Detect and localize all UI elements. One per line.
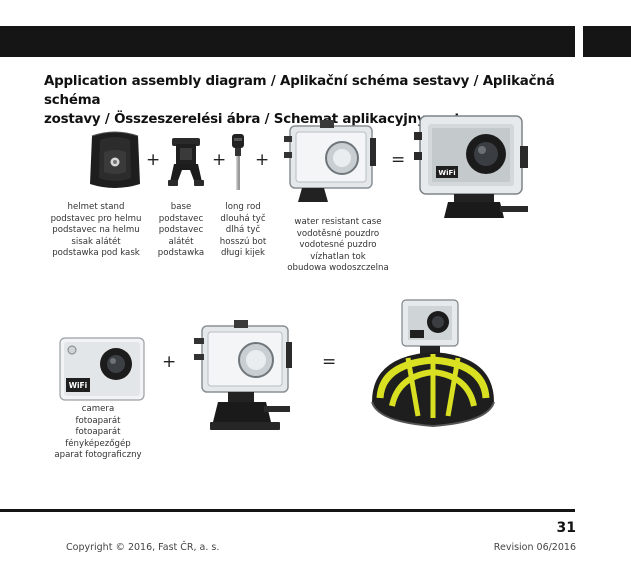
heading-line-2: zostavy / Összeszerelési ábra / Schemat … bbox=[44, 112, 496, 127]
plus-sign-4: + bbox=[162, 352, 177, 372]
caption-line: dlouhá tyč bbox=[220, 213, 266, 224]
caption-camera: camera fotoaparát fotoaparát fényképezőg… bbox=[38, 404, 158, 462]
caption-base: base podstavec podstavec alátét podstawk… bbox=[152, 202, 210, 260]
equals-sign-1: = bbox=[391, 150, 406, 170]
page-number: 31 bbox=[556, 520, 576, 536]
plus-sign-3: + bbox=[255, 150, 270, 170]
caption-line: alátét bbox=[168, 236, 194, 247]
long-rod-image bbox=[232, 134, 244, 190]
caption-line: podstavec bbox=[158, 225, 204, 236]
caption-line: podstavec na helmu bbox=[52, 225, 140, 236]
helmet-stand-image bbox=[90, 131, 140, 188]
header-tab bbox=[583, 26, 631, 57]
assembly-heading: Application assembly diagram / Aplikační… bbox=[44, 72, 604, 129]
caption-line: water resistant case bbox=[294, 217, 382, 227]
base-image bbox=[168, 138, 204, 186]
caption-line: dlhá tyč bbox=[225, 225, 261, 236]
camera-image: WiFi bbox=[59, 337, 145, 401]
helmet-with-camera-image bbox=[371, 299, 495, 428]
caption-line: hosszú bot bbox=[219, 236, 267, 247]
header-bar bbox=[0, 26, 575, 57]
caption-long-rod: long rod dlouhá tyč dlhá tyč hosszú bot … bbox=[212, 202, 274, 260]
caption-line: aparat fotograficzny bbox=[54, 450, 142, 461]
copyright-text: Copyright © 2016, Fast ČR, a. s. bbox=[66, 542, 220, 553]
caption-line: długi kijek bbox=[221, 248, 265, 259]
camera-wifi-label-2: WiFi bbox=[69, 381, 88, 390]
water-case-image bbox=[284, 120, 376, 202]
revision-text: Revision 06/2016 bbox=[493, 542, 576, 553]
equals-sign-2: = bbox=[322, 352, 337, 372]
caption-line: vodotesné puzdro bbox=[299, 240, 377, 251]
caption-line: sisak alátét bbox=[71, 236, 121, 247]
case-with-base-image bbox=[194, 320, 292, 430]
caption-helmet-stand: helmet stand podstavec pro helmu podstav… bbox=[46, 202, 146, 260]
caption-line: vízhatlan tok bbox=[310, 251, 366, 262]
caption-line: long rod bbox=[225, 202, 261, 212]
caption-line: fotoaparát bbox=[75, 427, 121, 438]
caption-line: camera bbox=[81, 404, 115, 414]
caption-line: base bbox=[170, 202, 192, 212]
caption-water-case: water resistant case vodotěsné pouzdro v… bbox=[280, 217, 396, 275]
camera-in-case-image: WiFi bbox=[414, 115, 528, 218]
caption-line: obudowa wodoszczelna bbox=[287, 263, 389, 274]
caption-line: podstavec bbox=[158, 213, 204, 224]
caption-line: helmet stand bbox=[67, 202, 125, 212]
caption-line: vodotěsné pouzdro bbox=[296, 228, 380, 239]
caption-line: podstavec pro helmu bbox=[50, 213, 142, 224]
caption-line: podstawka pod kask bbox=[52, 248, 140, 259]
caption-line: fotoaparát bbox=[75, 415, 121, 426]
plus-sign-2: + bbox=[212, 150, 227, 170]
caption-line: fényképezőgép bbox=[65, 438, 131, 449]
plus-sign-1: + bbox=[146, 150, 161, 170]
heading-line-1: Application assembly diagram / Aplikační… bbox=[44, 74, 555, 108]
caption-line: podstawka bbox=[157, 248, 205, 259]
footer-rule bbox=[0, 509, 575, 512]
camera-wifi-label-1: WiFi bbox=[438, 169, 455, 177]
